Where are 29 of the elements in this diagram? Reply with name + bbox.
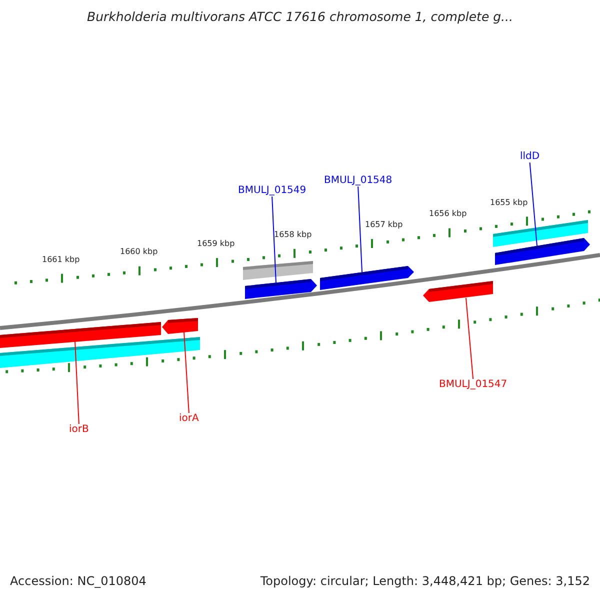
leader-line [529, 162, 538, 246]
leader-line [358, 186, 362, 272]
footer-text: Topology: circular; Length: 3,448,421 bp; Genes: 3,152 [260, 575, 590, 589]
leader-line [272, 196, 276, 284]
gene-feature [423, 281, 493, 302]
tick-label: 1656 kbp [429, 209, 467, 218]
tick-label: 1659 kbp [197, 239, 235, 248]
leader-line [466, 298, 474, 380]
feature-bar [0, 337, 200, 368]
feature-bar [243, 261, 313, 280]
gene-label: iorA [179, 413, 199, 424]
tick-label: 1661 kbp [42, 255, 80, 264]
gene-label: BMULJ_01549 [238, 185, 306, 196]
leader-line [184, 332, 190, 414]
gene-feature [162, 318, 198, 334]
gene-label: lldD [520, 151, 540, 162]
tick-label: 1660 kbp [120, 247, 158, 256]
footer-text: Accession: NC_010804 [10, 575, 146, 589]
tick-label: 1658 kbp [274, 230, 312, 240]
leader-line [74, 340, 80, 424]
map-title: Burkholderia multivorans ATCC 17616 chromosome 1, complete g... [86, 10, 514, 24]
gene-feature [320, 266, 414, 290]
tick-label: 1657 kbp [365, 220, 403, 230]
gene-feature [495, 238, 590, 265]
tick-label: 1655 kbp [490, 198, 528, 208]
gene-label: iorB [69, 424, 89, 436]
gene-feature [245, 279, 317, 299]
gene-label: BMULJ_01547 [439, 379, 508, 390]
gene-label: BMULJ_01548 [324, 175, 392, 186]
